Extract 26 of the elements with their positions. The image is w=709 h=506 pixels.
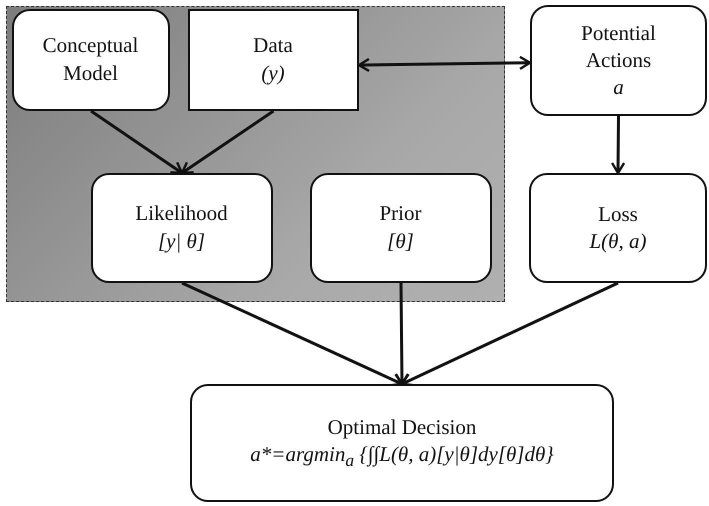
process-box xyxy=(12,8,170,110)
group-band xyxy=(6,6,505,302)
node-label: Conceptual Model xyxy=(42,32,140,86)
node-label: Prior xyxy=(380,200,422,228)
node-label: Data xyxy=(253,32,293,60)
node-label: Optimal Decision xyxy=(328,414,476,441)
formula-text: a*=argmin$_{a}$ {∫∫L(θ, a)[y|θ]dy[θ]dθ} xyxy=(250,441,554,472)
arrow xyxy=(90,110,184,174)
arrow xyxy=(610,116,626,174)
process-box xyxy=(529,173,707,283)
node-label: Loss xyxy=(598,200,638,228)
process-box xyxy=(190,384,614,502)
arrow xyxy=(181,282,404,386)
formula-text: L(θ, a) xyxy=(590,228,646,255)
process-box xyxy=(310,172,492,282)
arrow xyxy=(358,56,532,72)
data-box xyxy=(188,8,358,110)
process-box xyxy=(90,172,272,282)
arrow xyxy=(400,282,619,386)
arrow xyxy=(180,110,274,174)
formula-text: [θ] xyxy=(387,228,414,254)
node-label: Likelihood xyxy=(135,200,228,228)
formula-text: [y| θ] xyxy=(158,228,205,254)
formula-text: (y) xyxy=(261,60,285,86)
process-box xyxy=(530,5,707,116)
formula-text: a xyxy=(613,74,624,102)
